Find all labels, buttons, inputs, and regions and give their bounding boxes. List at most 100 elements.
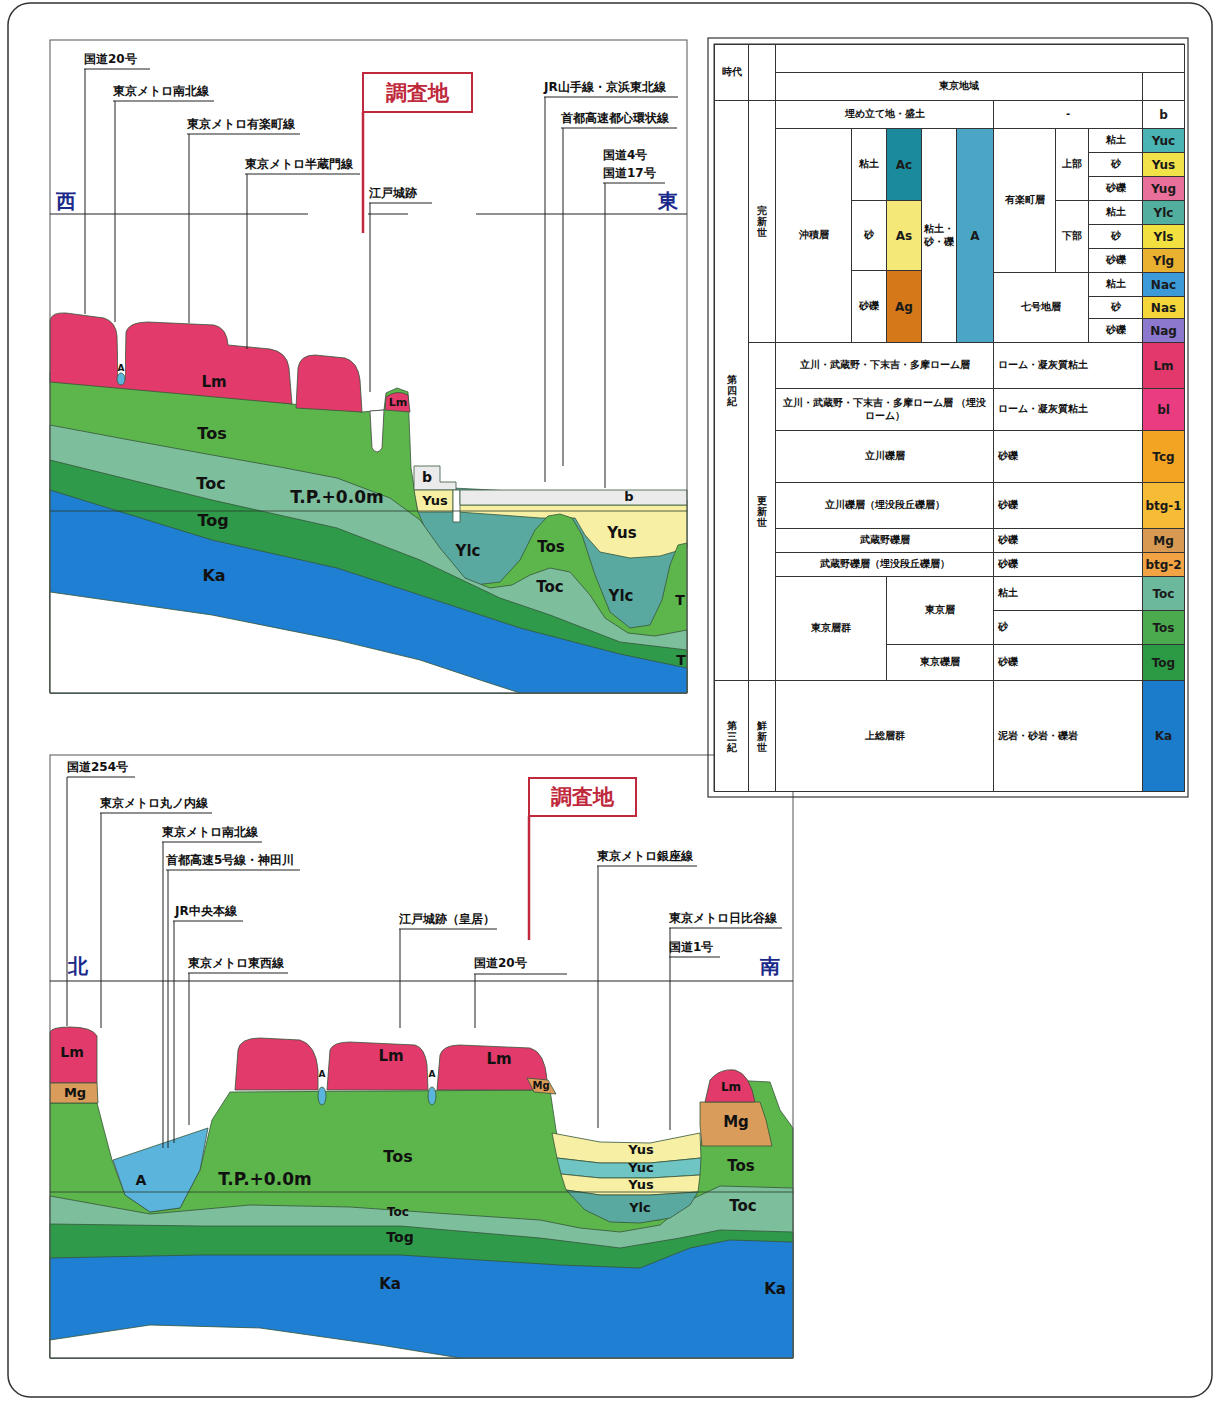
north-south-section (50, 1080, 793, 1358)
cell-text: 粘土 (1106, 278, 1126, 291)
north-south-section (50, 1186, 793, 1358)
table-cell: 砂 (993, 610, 1143, 645)
layer-label: T.P.+0.0m (290, 488, 383, 508)
legend-text: b (1159, 108, 1168, 122)
route-label: 東京メトロ南北線 (113, 85, 209, 99)
cell-text: 砂礫 (859, 300, 879, 313)
route-label: 東京メトロ半蔵門線 (245, 158, 353, 172)
north-south-section (327, 1042, 428, 1090)
layer-label: Mg (723, 1114, 749, 1131)
table-cell: 上部 (1055, 128, 1089, 201)
route-label: 東京メトロ丸ノ内線 (100, 797, 208, 811)
layer-label: Toc (387, 1206, 409, 1220)
layer-label: Tog (386, 1229, 413, 1245)
legend-swatch: btg-2 (1142, 552, 1185, 577)
legend-text: Yug (1151, 182, 1176, 196)
legend-text: Yuc (1152, 134, 1175, 148)
west-east-section (50, 490, 687, 693)
table-cell: 下部 (1055, 200, 1089, 273)
layer-label: b (624, 490, 633, 505)
layer-label: 南 (760, 955, 780, 978)
cell-text: 更新世 (757, 495, 767, 528)
route-label: 国道20号 (474, 957, 527, 971)
west-east-section (460, 490, 687, 505)
table-cell: 第三紀 (714, 680, 749, 792)
table-cell: 東京層群 (775, 576, 887, 681)
leader-lines (50, 1192, 793, 1193)
legend-text: bl (1157, 403, 1170, 417)
table-cell: 七号地層 (993, 272, 1089, 343)
table-cell: 砂礫 (993, 528, 1143, 553)
leader-lines (162, 842, 262, 1148)
legend-swatch: Yuc (1142, 128, 1185, 153)
west-east-section (50, 460, 687, 693)
leader-lines (669, 957, 720, 958)
layer-label: Ylc (629, 1201, 651, 1216)
north-south-section (428, 1087, 436, 1105)
layer-label: Lm (389, 397, 407, 410)
legend-swatch: Nag (1142, 318, 1185, 343)
table-cell (1142, 72, 1185, 101)
cell-text: 七号地層 (1021, 301, 1061, 314)
north-south-section (527, 1078, 556, 1094)
cell-text: 砂礫 (998, 534, 1018, 547)
table-cell: 泥岩・砂岩・礫岩 (993, 680, 1143, 792)
legend-text: Tog (1152, 656, 1175, 670)
cell-text: - (1066, 108, 1070, 121)
cell-text: 第四紀 (727, 374, 737, 407)
cell-text: 砂 (1111, 301, 1121, 314)
layer-label: Lm (721, 1081, 741, 1095)
table-cell: 完新世 (748, 100, 776, 343)
layer-label: T (676, 652, 686, 668)
west-east-section (50, 372, 687, 693)
table-cell: 立川・武蔵野・下末吉・多摩ローム層 （埋没ローム） (775, 388, 994, 431)
table-cell (748, 44, 776, 101)
leader-lines (50, 511, 687, 512)
legend-swatch: bl (1142, 388, 1185, 431)
legend-text: Nag (1150, 324, 1177, 338)
cell-text: 砂 (1111, 230, 1121, 243)
west-east-section (117, 373, 125, 385)
legend-swatch: Ac (886, 128, 922, 201)
leader-lines (84, 69, 150, 314)
legend-swatch: Tos (1142, 610, 1185, 645)
legend-swatch: Yug (1142, 176, 1185, 201)
table-frame (708, 38, 1188, 797)
legend-swatch: As (886, 200, 922, 271)
west-east-section (414, 466, 456, 490)
legend-swatch: Tog (1142, 644, 1185, 681)
west-east-section (296, 355, 362, 412)
layer-label: Tos (727, 1158, 754, 1175)
cell-text: 立川・武蔵野・下末吉・多摩ローム層 (800, 359, 970, 372)
leader-lines (369, 203, 432, 392)
leader-lines (50, 981, 793, 982)
table-cell: 武蔵野礫層 (775, 528, 994, 553)
leader-lines (474, 974, 567, 1028)
legend-text: Yus (1152, 158, 1176, 172)
table-cell: 立川礫層 (775, 430, 994, 483)
north-south-section (235, 1038, 318, 1090)
legend-text: A (970, 229, 979, 243)
layer-label: Yus (628, 1143, 653, 1158)
cell-text: 上部 (1062, 158, 1082, 171)
legend-swatch: Yls (1142, 224, 1185, 249)
route-label: JR山手線・京浜東北線 (544, 81, 666, 95)
route-label: 江戸城跡 (369, 187, 417, 201)
layer-label: A (136, 1172, 147, 1188)
layer-label: Ka (764, 1281, 786, 1298)
table-cell: 武蔵野礫層（埋没段丘礫層） (775, 552, 994, 577)
legend-text: btg-2 (1145, 558, 1181, 572)
table-cell: 砂礫 (993, 482, 1143, 529)
layer-label: T (675, 592, 685, 608)
cell-text: 有楽町層 (1005, 194, 1045, 207)
layer-label: A (319, 1069, 326, 1079)
outer-frame (8, 3, 1212, 1397)
layer-label: A (429, 1069, 436, 1079)
table-cell: 時代 (714, 44, 749, 101)
table-cell: 東京層 (886, 576, 994, 645)
legend-swatch: Mg (1142, 528, 1185, 553)
survey-site-line (528, 816, 531, 940)
west-east-section (385, 392, 410, 412)
route-label: 国道1号 (669, 941, 713, 955)
table-cell: 砂礫 (1088, 318, 1143, 343)
